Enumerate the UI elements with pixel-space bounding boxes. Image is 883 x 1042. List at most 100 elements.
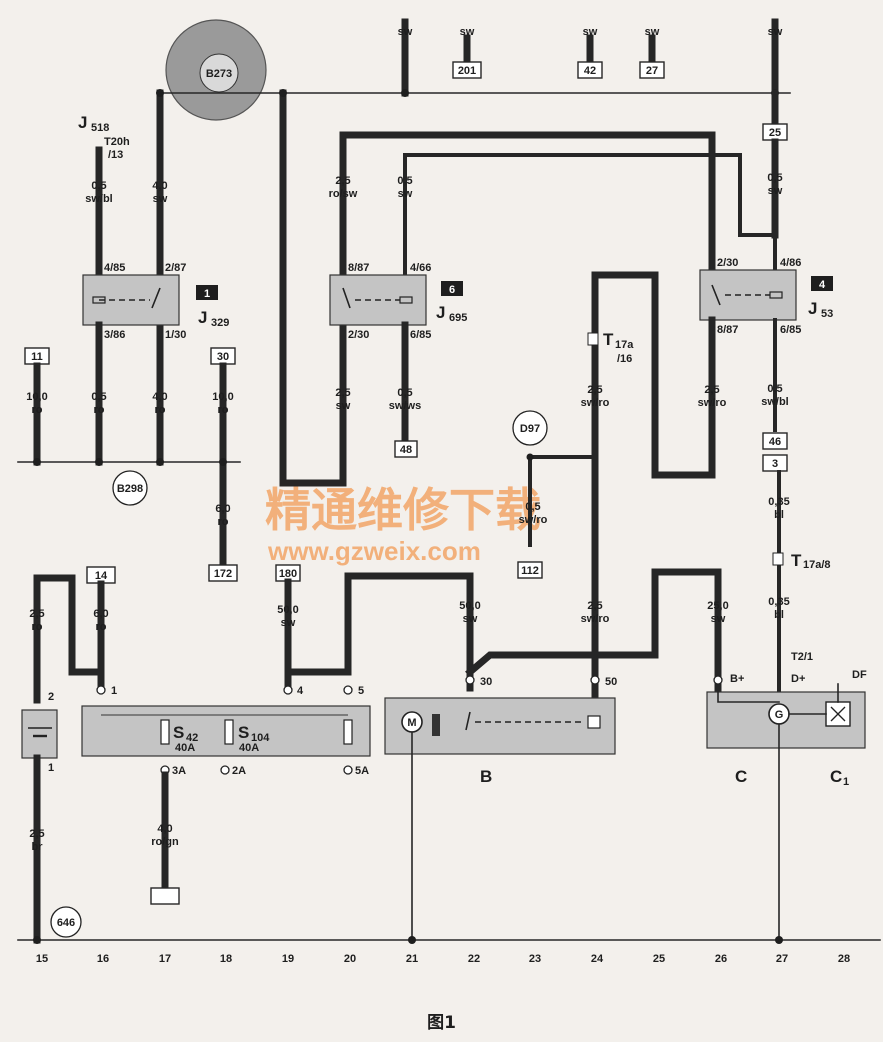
j53-label: J xyxy=(808,299,817,318)
wire-14-size: 50,0 xyxy=(277,604,298,616)
j329-out2-color: ro xyxy=(155,404,166,416)
fuse-s42-icon xyxy=(160,719,170,745)
column-number: 25 xyxy=(653,953,665,965)
ref-27: 27 xyxy=(646,65,658,77)
t17a-16-pin: /16 xyxy=(617,353,632,365)
j329-out2-size: 4,0 xyxy=(152,391,167,403)
watermark-title: 精通维修下载 xyxy=(265,483,541,537)
j53-pin-486: 4/86 xyxy=(780,257,801,269)
j695-pin-887: 8/87 xyxy=(348,262,369,274)
t17a-8-sub: 17a/8 xyxy=(803,559,831,571)
wire-11-color: ro xyxy=(32,404,43,416)
starter-field-coil xyxy=(432,714,440,736)
watermark-url: www.gzweix.com xyxy=(267,536,481,566)
starter-50-size: 2,5 xyxy=(587,600,602,612)
j695-sub: 695 xyxy=(449,312,467,324)
column-number: 28 xyxy=(838,953,850,965)
ref-201: 201 xyxy=(458,65,476,77)
battery-wire-color: ro xyxy=(32,621,43,633)
column-number: 16 xyxy=(97,953,109,965)
d-plus-color-2: bl xyxy=(774,609,784,621)
j329-coil xyxy=(92,296,106,304)
ref-box-27 xyxy=(639,61,665,79)
fuse-pin-3a: 3A xyxy=(172,765,186,777)
alt-terminal-bplus xyxy=(713,675,723,685)
fuse-terminal-2a xyxy=(220,765,230,775)
t17a-16-sub: 17a xyxy=(615,339,634,351)
ground-b273-label: B273 xyxy=(206,68,232,80)
battery-pin-2: 2 xyxy=(48,691,54,703)
j695-out1-size: 2,5 xyxy=(335,387,350,399)
j53-pin-685: 6/85 xyxy=(780,324,801,336)
regulator-x2 xyxy=(830,706,846,722)
j329-power-wire xyxy=(156,89,164,466)
b273-feed-wire xyxy=(279,89,347,487)
starter-solenoid-icon xyxy=(587,715,601,729)
j329-pin-386: 3/86 xyxy=(104,329,125,341)
wire-color-sw-5: sw xyxy=(768,26,783,38)
fuse-s42-amp: 40A xyxy=(175,742,195,754)
j695-pin-466: 4/66 xyxy=(410,262,431,274)
wire-11-size: 10,0 xyxy=(26,391,47,403)
j695-wire1-size: 2,5 xyxy=(335,175,350,187)
j329-out-size: 0,5 xyxy=(91,391,106,403)
t2-1-label: T2/1 xyxy=(791,651,813,663)
fuse-s104-amp: 40A xyxy=(239,742,259,754)
j518-wire-color: sw/bl xyxy=(85,193,113,205)
j53-sub: 53 xyxy=(821,308,833,320)
j53-out1-color: sw/ro xyxy=(698,397,727,409)
ground-point-646 xyxy=(50,906,82,938)
ref-3: 3 xyxy=(772,458,778,470)
ref-45: 112 xyxy=(521,565,539,577)
j53-contact xyxy=(711,284,721,306)
alt-pin-bplus: B+ xyxy=(730,673,744,685)
ref-48: 48 xyxy=(400,444,412,456)
wire-14-color: sw xyxy=(281,617,296,629)
j53-slot-badge xyxy=(811,276,833,291)
d97-wire-color: sw/ro xyxy=(519,514,548,526)
column-number: 27 xyxy=(776,953,788,965)
j53-in-color: sw xyxy=(768,185,783,197)
starter-contact xyxy=(465,711,471,731)
battery-wire-size: 2,5 xyxy=(29,608,44,620)
ref-box-180 xyxy=(150,887,180,905)
column-number: 17 xyxy=(159,953,171,965)
j53-out2-color: sw/bl xyxy=(761,396,789,408)
starter-b30-wire xyxy=(284,572,474,692)
j695-contact xyxy=(342,287,351,309)
column-numbers: 15 16 17 18 19 20 21 22 23 24 25 26 27 2… xyxy=(36,953,850,965)
j518-connector: T20h xyxy=(104,136,130,148)
j695-slot: 6 xyxy=(449,284,455,296)
fuse-terminal-1 xyxy=(96,685,106,695)
battery-ground-size: 2,5 xyxy=(29,828,44,840)
ref-25: 25 xyxy=(769,127,781,139)
ref-box-46 xyxy=(762,432,788,450)
column-number: 24 xyxy=(591,953,604,965)
j518-label: J xyxy=(78,113,87,132)
t17a-8-label: T xyxy=(791,551,802,570)
j329-sub: 329 xyxy=(211,317,229,329)
column-number: 18 xyxy=(220,953,232,965)
j329-pin-485: 4/85 xyxy=(104,262,125,274)
regulator-sub: 1 xyxy=(843,776,849,788)
j695-pin-230: 2/30 xyxy=(348,329,369,341)
battery-pin-1: 1 xyxy=(48,762,54,774)
fuse-terminal-5a xyxy=(343,765,353,775)
ground-point-b298 xyxy=(112,470,148,506)
j695-out2-color: sw/ws xyxy=(389,400,421,412)
t17a-16-label: T xyxy=(603,330,614,349)
j695-wire1-color: ro/sw xyxy=(329,188,358,200)
j695-coil xyxy=(399,296,413,304)
j53-slot: 4 xyxy=(819,279,826,291)
alternator-label: C xyxy=(735,767,747,786)
j695-wire2-color: sw xyxy=(398,188,413,200)
ref-box-172 xyxy=(208,564,238,582)
j329-contact xyxy=(151,287,161,309)
starter-b xyxy=(384,697,616,755)
starter-b30-size: 50,0 xyxy=(459,600,480,612)
fuse-s42-sub: 42 xyxy=(186,732,198,744)
alt-wire-size: 25,0 xyxy=(707,600,728,612)
starter-50-color: sw/ro xyxy=(581,613,610,625)
alt-internal-link xyxy=(717,689,780,703)
alternator-gen-label: G xyxy=(775,709,784,721)
